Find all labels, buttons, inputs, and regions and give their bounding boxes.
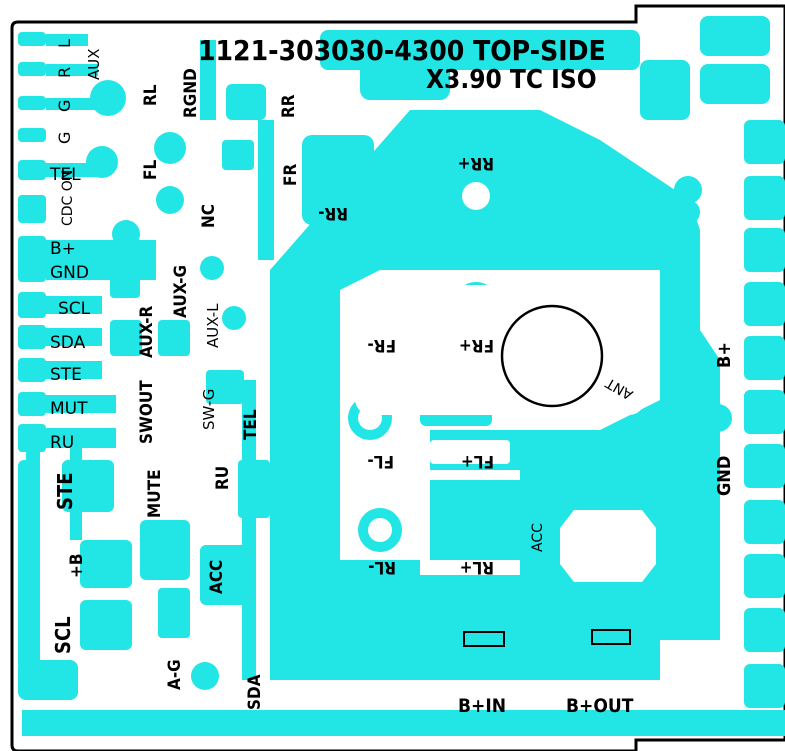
pin-label-scl: SCL: [58, 299, 91, 319]
pin-label-mut: MUT: [50, 399, 88, 419]
label-fl-minus: FL-: [367, 451, 394, 471]
label-swout: SWOUT: [137, 380, 157, 444]
b-plus-in-fuse: [463, 631, 505, 647]
label-b-plus-out: B+OUT: [566, 695, 634, 717]
label-mute: MUTE: [145, 469, 165, 518]
b-plus-out-fuse: [591, 629, 631, 645]
pin-label-gnd: GND: [50, 263, 89, 283]
label-plus-b: +B: [67, 554, 87, 578]
label-nc: NC: [199, 204, 219, 228]
label-aux-r: AUX-R: [137, 306, 157, 358]
label-fr-minus: FR-: [367, 335, 396, 355]
label-sw-g: SW-G: [200, 389, 218, 430]
pin-label-b-plus: B+: [50, 239, 76, 259]
label-scl-v: SCL: [51, 616, 75, 654]
label-fl: FL: [141, 160, 161, 180]
label-aux-l: AUX-L: [204, 303, 222, 348]
mounting-hole: [500, 304, 604, 408]
pin-label-ste: STE: [50, 365, 82, 385]
pin-label-tel: TEL: [49, 165, 81, 185]
board-subtitle: X3.90 TC ISO: [426, 65, 597, 95]
pin-label-cdc-on: CDC ON: [60, 170, 76, 226]
label-rr-plus: RR+: [458, 153, 494, 173]
pin-label-sda: SDA: [50, 333, 86, 353]
label-tel-v: TEL: [241, 409, 261, 440]
label-rl-minus: RL-: [368, 557, 396, 577]
label-ru-v: RU: [213, 466, 233, 490]
label-rr: RR: [279, 94, 299, 118]
label-rr-minus: RR-: [318, 203, 348, 223]
pin-label-l: L: [55, 39, 74, 48]
label-fr: FR: [281, 164, 301, 186]
pin-label-g2: G: [55, 132, 74, 144]
label-ste-v: STE: [53, 472, 77, 510]
board-title: 1121-303030-4300 TOP-SIDE: [198, 34, 606, 67]
label-sda-v: SDA: [245, 674, 265, 710]
label-gnd-right: GND: [714, 456, 735, 496]
label-rgnd: RGND: [181, 68, 201, 118]
label-fl-plus: FL+: [461, 451, 494, 471]
label-b-plus-right: B+: [714, 342, 735, 368]
label-a-g: A-G: [165, 659, 185, 690]
label-acc: ACC: [207, 560, 227, 594]
pin-label-g1: G: [55, 100, 74, 112]
pin-label-aux: AUX: [85, 48, 103, 80]
label-b-plus-in: B+IN: [458, 695, 506, 717]
pin-label-ru: RU: [50, 433, 74, 453]
label-rl: RL: [141, 84, 161, 106]
board-outline: [10, 4, 785, 751]
label-acc-small: ACC: [530, 523, 546, 552]
label-aux-g: AUX-G: [171, 265, 191, 318]
label-rl-plus: RL+: [460, 557, 494, 577]
pin-label-r: R: [55, 67, 74, 78]
label-fr-plus: FR+: [459, 335, 494, 355]
